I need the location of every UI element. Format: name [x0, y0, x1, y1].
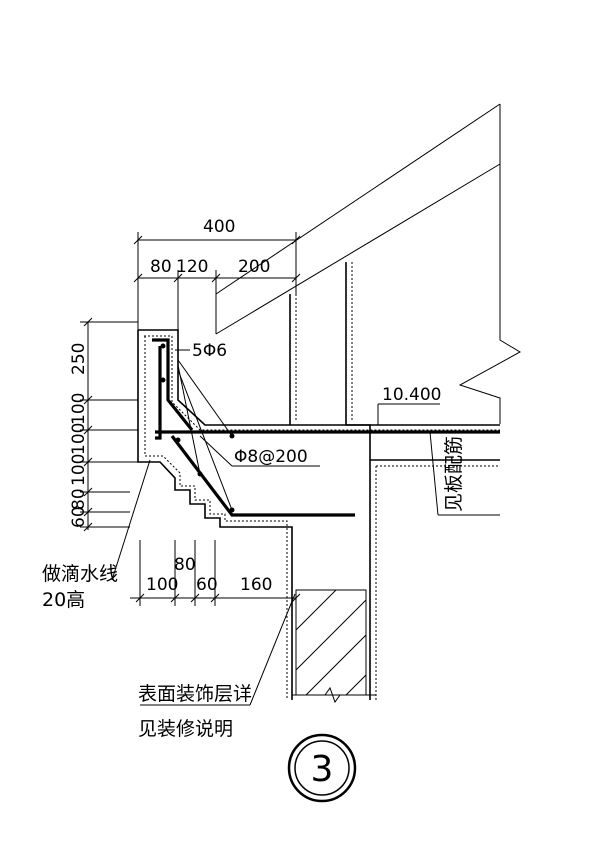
dim-bottom-1: 100 [146, 575, 178, 595]
lower-wall [295, 589, 367, 696]
detail-number: 3 [311, 749, 334, 790]
break-line-right [458, 104, 522, 424]
stirrup-label: Φ8@200 [234, 447, 308, 467]
drip-line-note-1: 做滴水线 [42, 563, 118, 585]
dim-left-4: 100 [69, 454, 89, 486]
gutter-inner-edge [144, 335, 500, 700]
gutter-rebar [152, 338, 355, 517]
detail-circle-outer [287, 733, 357, 803]
bottom-dimensions [130, 540, 301, 606]
dim-left-6: 60 [69, 506, 89, 528]
dim-left-2: 100 [69, 393, 89, 425]
detail-circle-inner [294, 740, 350, 796]
drip-line-note-2: 20高 [42, 589, 85, 611]
dim-top-total: 400 [203, 217, 235, 237]
slab-rebar-note: 见板配筋 [443, 436, 465, 512]
left-dim-labels: 250 100 100 100 80 60 [69, 343, 89, 528]
leader-lines [111, 349, 500, 706]
upper-wall [289, 262, 347, 425]
dim-bottom-3: 160 [240, 575, 272, 595]
upper-wall-finish [295, 262, 353, 422]
dim-left-3: 100 [69, 423, 89, 455]
dim-bottom-2: 60 [196, 575, 218, 595]
finish-note-1: 表面装饰层详 [138, 683, 252, 705]
dim-left-5: 80 [69, 488, 89, 510]
roof-slope-bottom-line [215, 163, 501, 335]
lower-break [292, 686, 376, 704]
dim-top-2: 120 [176, 257, 208, 277]
left-dimensions [80, 317, 138, 532]
top-dimensions [133, 232, 301, 330]
finish-note-2: 见装修说明 [138, 718, 233, 740]
roof-slope-top-line [215, 103, 501, 295]
dim-left-1: 250 [69, 343, 89, 375]
dim-top-1: 80 [150, 257, 172, 277]
rebar-upper-label: 5Φ6 [192, 341, 227, 361]
dim-top-3: 200 [238, 257, 270, 277]
elevation-label: 10.400 [382, 385, 441, 405]
dim-bottom-upper: 80 [174, 555, 196, 575]
lower-wall-hatch [295, 589, 367, 696]
